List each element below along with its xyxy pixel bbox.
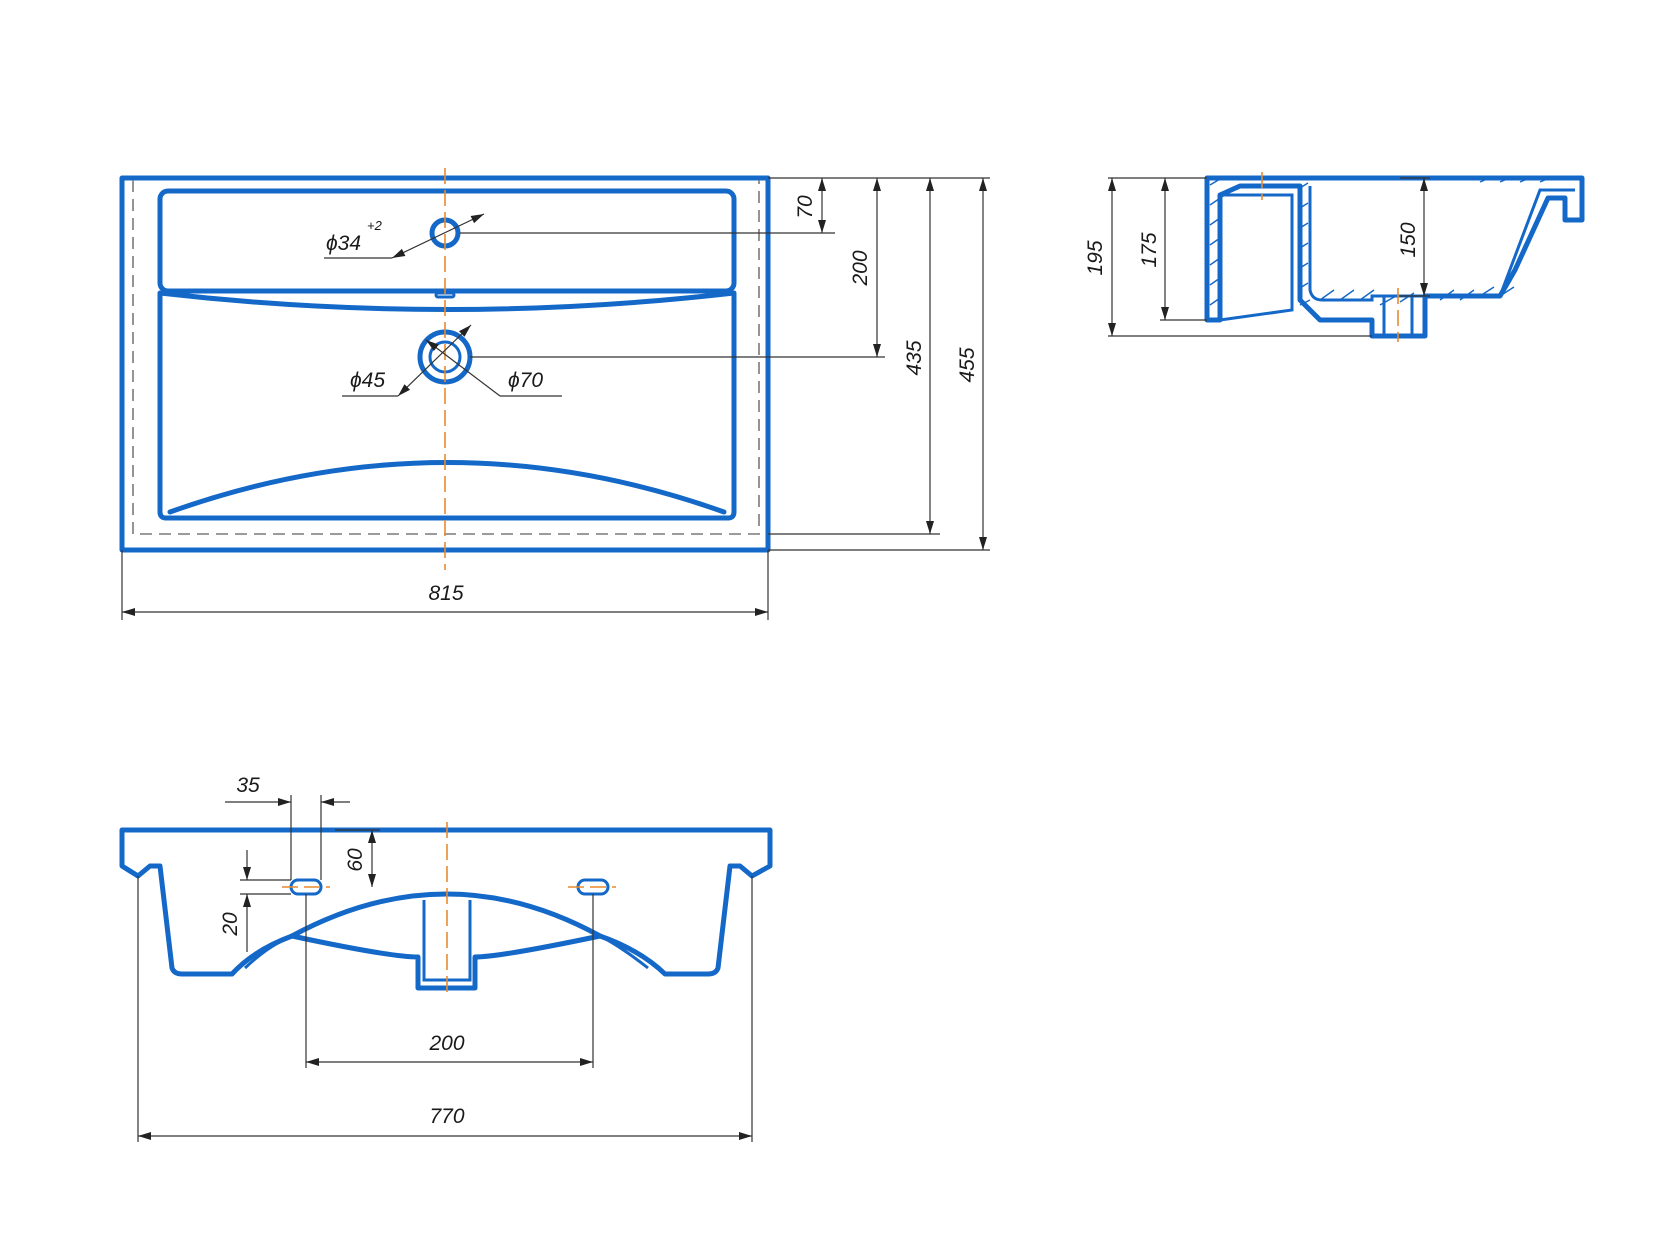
- dim-175-label: 175: [1138, 232, 1161, 267]
- dim-435-label: 435: [903, 340, 926, 375]
- top-view-extension-lines: [121, 177, 990, 620]
- dim-815-label: 815: [428, 582, 463, 605]
- drain-outer-diameter-label: ϕ70: [508, 369, 543, 392]
- top-view: 70 200 435 455 815 ϕ34 +2 ϕ45 ϕ70: [119, 168, 990, 620]
- front-view-extension-lines: [137, 795, 753, 1142]
- drain-diameter-label: ϕ45: [350, 369, 385, 392]
- top-view-deck: [157, 188, 737, 294]
- front-view: 35 60 20 200 770: [119, 774, 773, 1142]
- top-view-bowl-curve: [167, 460, 727, 515]
- tap-hole-leader-diag: [391, 213, 485, 259]
- drain-leader-right-diag: [425, 339, 501, 397]
- dim-455-label: 455: [956, 347, 979, 382]
- drain-leader-left-diag: [397, 324, 472, 397]
- front-view-basin-inner: [243, 934, 649, 970]
- tap-hole-diameter-label: ϕ34: [326, 232, 361, 255]
- side-view-outline: [1204, 175, 1585, 339]
- dim-200-front-label: 200: [428, 1032, 464, 1055]
- dim-150-label: 150: [1397, 222, 1420, 257]
- side-view-drain-neck: [1382, 296, 1414, 336]
- side-view-bowl-inner: [1308, 186, 1575, 302]
- top-view-bowl: [157, 290, 737, 521]
- dim-200-label: 200: [849, 250, 872, 286]
- dim-195-label: 195: [1084, 240, 1107, 275]
- dim-20-label: 20: [219, 912, 242, 937]
- tap-hole-tolerance-label: +2: [367, 218, 383, 233]
- front-view-basin: [289, 891, 603, 939]
- side-view: 195 175 150: [1084, 172, 1585, 342]
- dim-70-label: 70: [794, 195, 817, 219]
- dim-770-label: 770: [429, 1105, 464, 1128]
- top-view-hidden-edges: [132, 180, 760, 535]
- dim-60-label: 60: [344, 848, 367, 872]
- side-view-inner-wall: [1219, 193, 1294, 322]
- dim-35-label: 35: [236, 774, 260, 797]
- front-view-outline: [119, 827, 773, 991]
